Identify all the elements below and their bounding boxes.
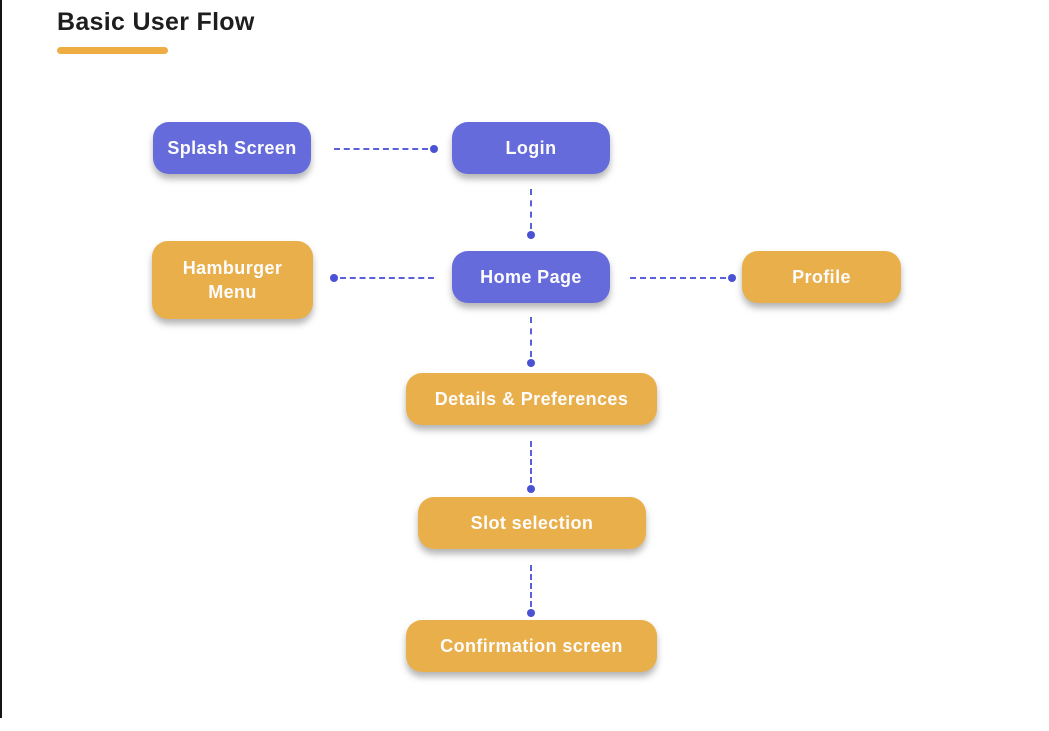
flow-node-label: Login <box>505 137 557 158</box>
connector-endpoint-dot <box>527 609 535 617</box>
flow-node-login: Login <box>452 122 610 174</box>
flow-node-label: Profile <box>792 266 851 287</box>
connector-home-to-hamburger <box>330 274 434 282</box>
connector-endpoint-dot <box>527 485 535 493</box>
page-title: Basic User Flow <box>57 8 255 36</box>
connector-details-to-slot <box>527 441 535 493</box>
flow-node-label: Confirmation screen <box>440 635 623 656</box>
connector-endpoint-dot <box>728 274 736 282</box>
flow-node-label: Details & Preferences <box>434 388 629 409</box>
flow-node-label: Slot selection <box>470 512 594 533</box>
flow-node-profile: Profile <box>742 251 901 303</box>
connector-endpoint-dot <box>430 145 438 153</box>
flow-node-home-page: Home Page <box>452 251 610 303</box>
flow-node-hamburger-menu: Hamburger Menu <box>152 241 313 319</box>
connector-endpoint-dot <box>527 231 535 239</box>
flow-node-label: Home Page <box>480 266 582 287</box>
connector-endpoint-dot <box>527 359 535 367</box>
flow-node-slot-selection: Slot selection <box>418 497 646 549</box>
connector-home-to-profile <box>630 274 736 282</box>
flow-node-confirmation-screen: Confirmation screen <box>406 620 657 672</box>
flow-node-label: Hamburger Menu <box>182 257 283 302</box>
connector-slot-to-confirmation <box>527 565 535 617</box>
screenshot-edge-artifact <box>0 0 2 718</box>
connector-splash-to-login <box>334 145 438 153</box>
flow-node-label: Splash Screen <box>167 137 297 158</box>
flow-node-splash-screen: Splash Screen <box>153 122 311 174</box>
connector-home-to-details <box>527 317 535 367</box>
flow-node-details-preferences: Details & Preferences <box>406 373 657 425</box>
connector-login-to-home <box>527 189 535 239</box>
title-underline-bar <box>57 47 168 54</box>
connector-endpoint-dot <box>330 274 338 282</box>
